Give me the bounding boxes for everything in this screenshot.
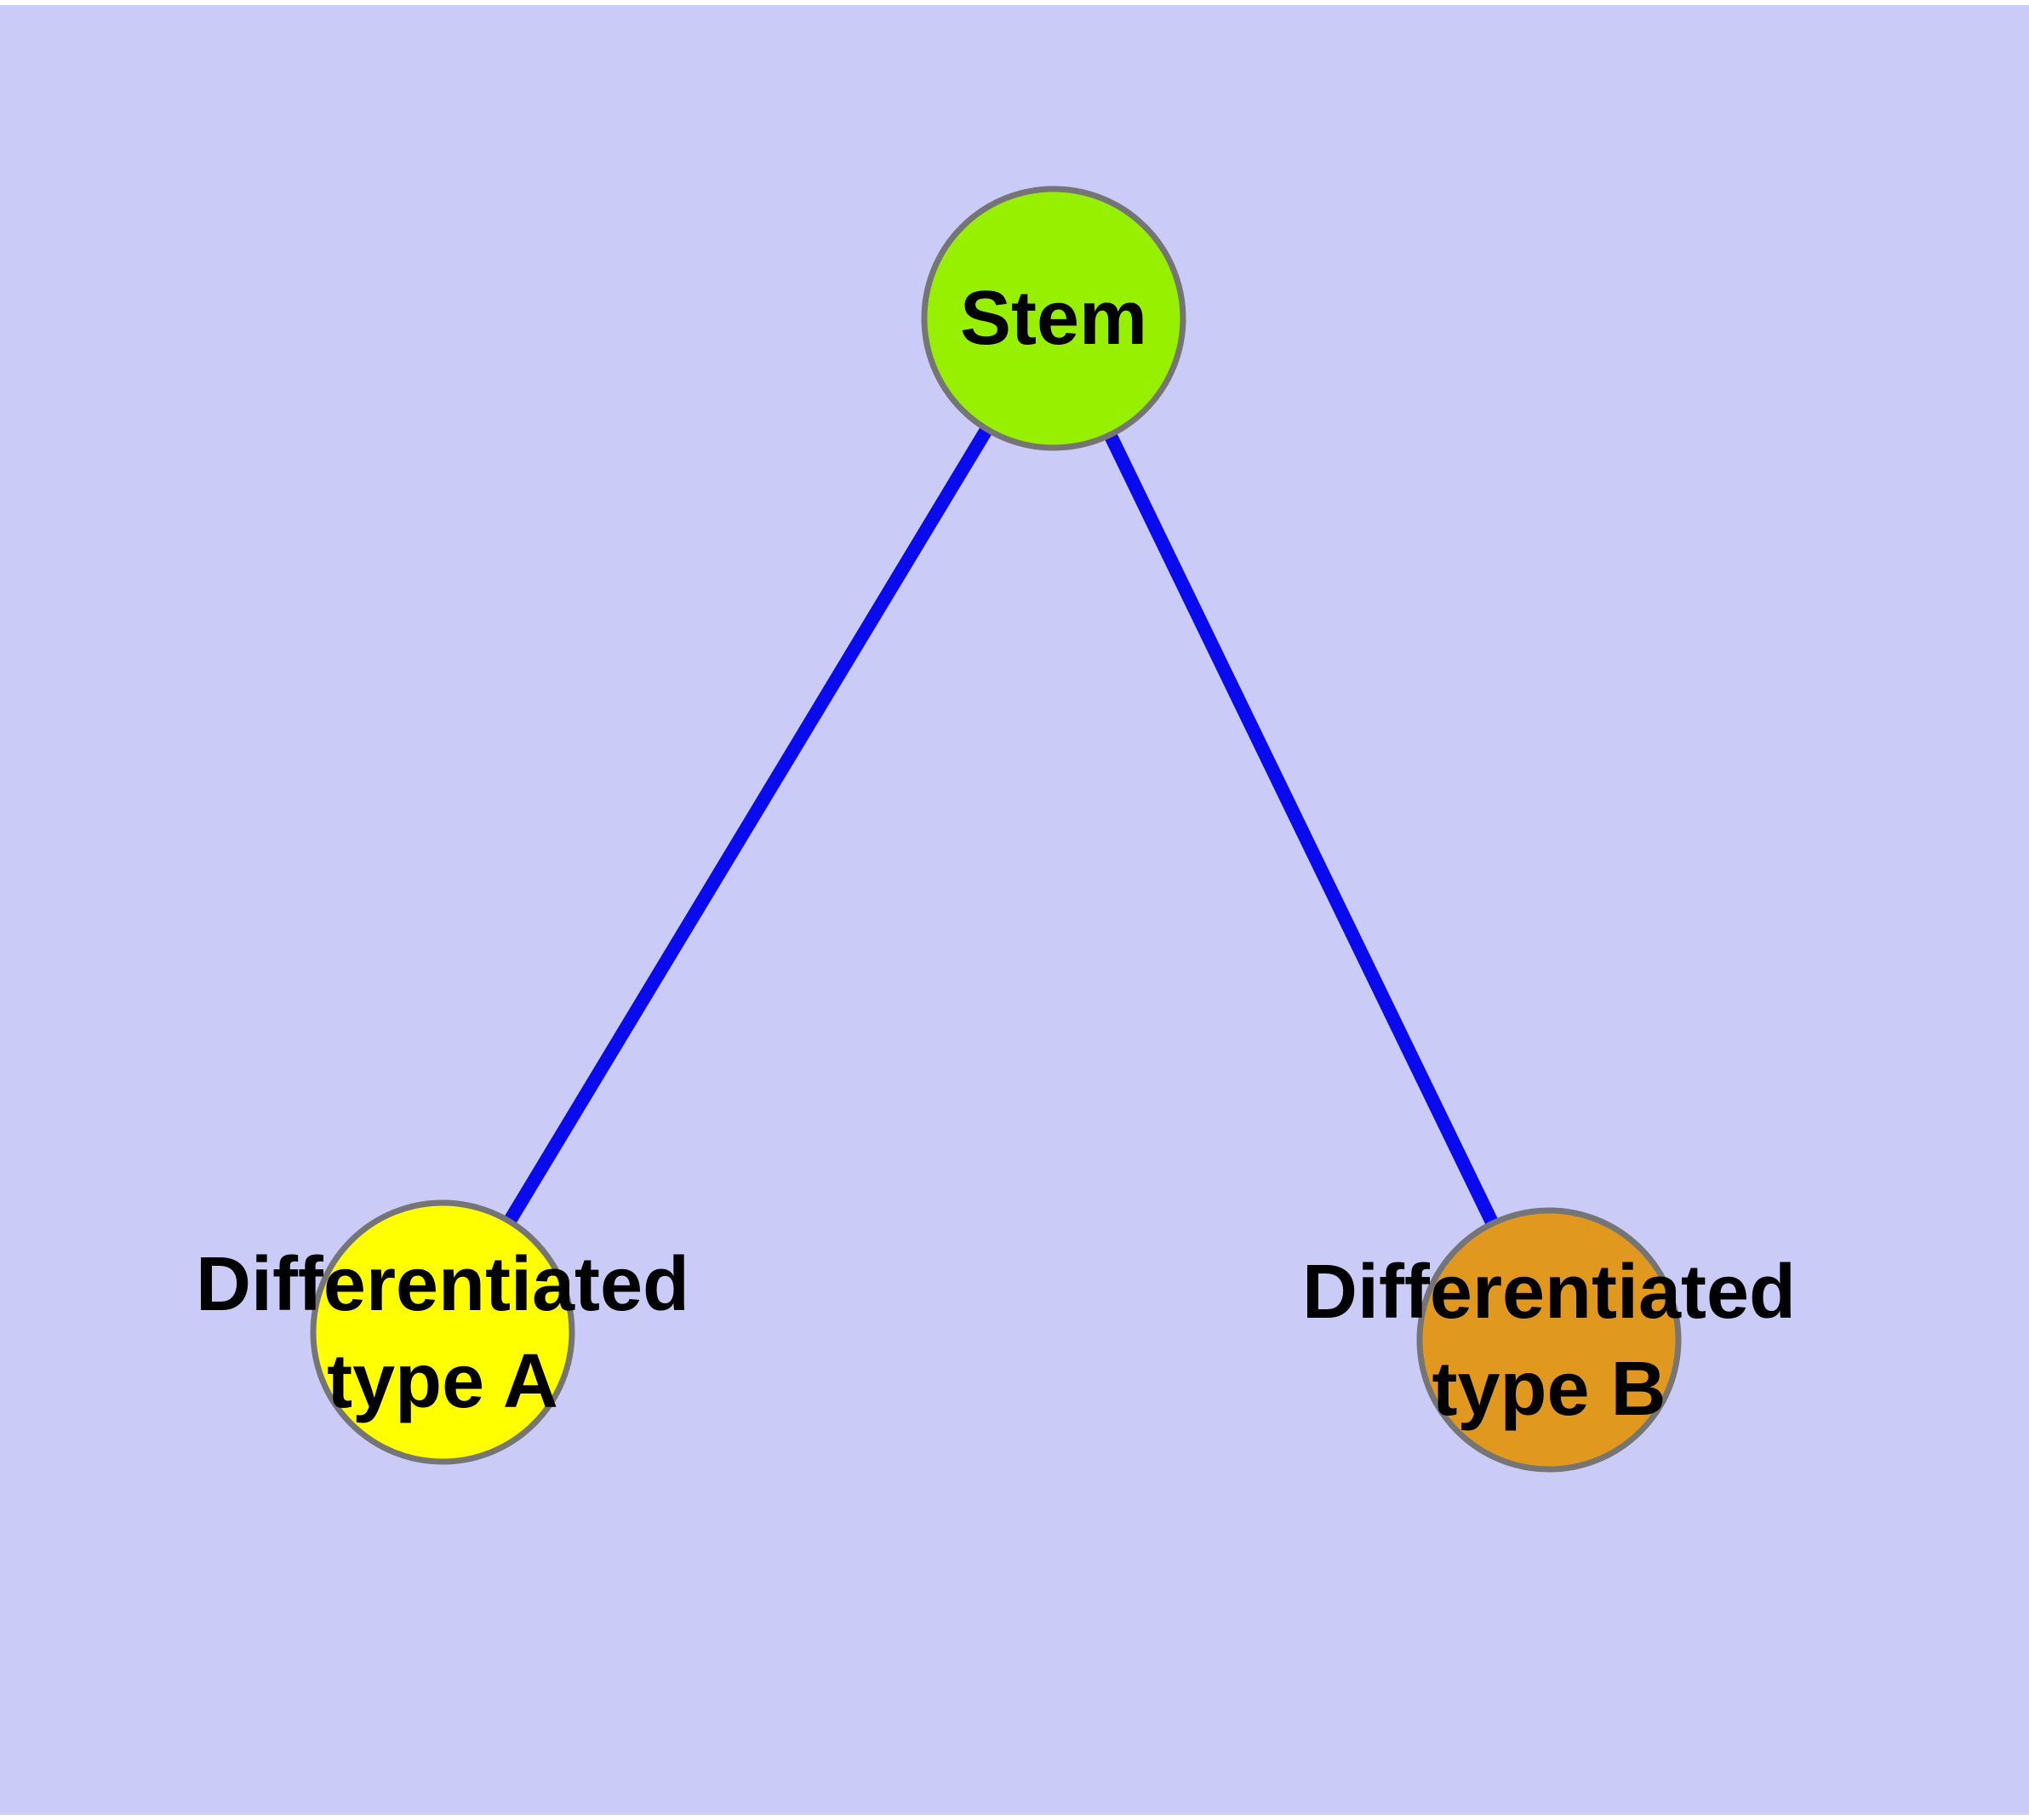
node-stem-label: Stem bbox=[960, 276, 1147, 361]
node-group bbox=[310, 186, 1682, 1473]
node-type-a-label-line1: Differentiated bbox=[196, 1242, 689, 1327]
node-type-b-label-line1: Differentiated bbox=[1302, 1250, 1796, 1335]
edge-stem-to-type-a bbox=[437, 314, 1060, 1336]
node-type-a-circle bbox=[310, 1199, 575, 1465]
node-type-b-circle bbox=[1416, 1207, 1682, 1473]
label-group: Stem Differentiated type A Differentiate… bbox=[196, 276, 1796, 1432]
node-type-a-label-line2: type A bbox=[327, 1339, 558, 1424]
edge-stem-to-type-b bbox=[1047, 315, 1556, 1343]
edge-group bbox=[437, 314, 1556, 1343]
node-type-b-label-line2: type B bbox=[1432, 1347, 1666, 1432]
node-stem-circle bbox=[921, 186, 1186, 451]
